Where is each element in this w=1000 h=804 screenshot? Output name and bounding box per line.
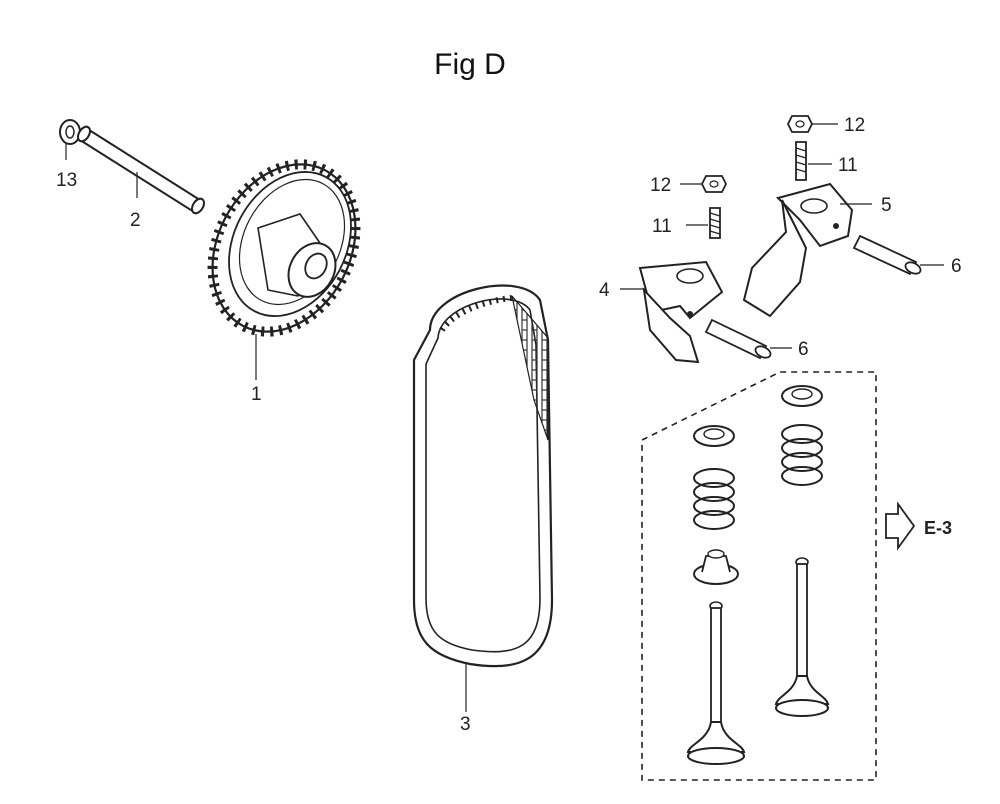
valve-retainer-right <box>781 385 823 407</box>
callout-12-left: 12 <box>650 175 671 196</box>
figure-title: Fig D <box>434 48 506 81</box>
cam-pulley-part-1 <box>207 159 361 380</box>
valve-spring-right <box>781 424 823 486</box>
valve-retainer-left <box>693 425 735 447</box>
reference-label: E-3 <box>924 518 952 538</box>
adjust-screw-part-11-left <box>686 207 721 239</box>
valve-stem-seal-left <box>693 549 739 585</box>
callout-3: 3 <box>460 714 471 735</box>
valve-right <box>774 557 830 717</box>
callout-13: 13 <box>56 170 77 191</box>
timing-belt-part-3 <box>412 284 554 712</box>
pin-part-6-upper <box>852 234 944 276</box>
callout-1: 1 <box>251 384 262 405</box>
rocker-arm-part-5 <box>742 182 872 318</box>
callout-6-upper: 6 <box>951 256 962 277</box>
lock-nut-part-12-left <box>680 175 728 193</box>
valve-spring-left <box>693 468 735 530</box>
rocker-arm-part-4 <box>620 260 724 364</box>
pin-part-6-lower <box>704 318 792 360</box>
adjust-screw-part-11-right <box>795 141 832 181</box>
washer-part-13 <box>59 119 81 160</box>
callout-5: 5 <box>881 195 892 216</box>
valve-left <box>686 601 746 765</box>
callout-11-left: 11 <box>652 216 672 237</box>
callout-11-right: 11 <box>838 155 858 176</box>
lock-nut-part-12-right <box>786 115 838 133</box>
shaft-part-2 <box>77 125 205 215</box>
callout-12-right: 12 <box>844 115 865 136</box>
callout-2: 2 <box>130 210 141 231</box>
callout-6-lower: 6 <box>798 339 809 360</box>
reference-arrow-icon <box>885 501 916 551</box>
valve-assembly-group <box>641 371 877 781</box>
callout-4: 4 <box>599 280 610 301</box>
